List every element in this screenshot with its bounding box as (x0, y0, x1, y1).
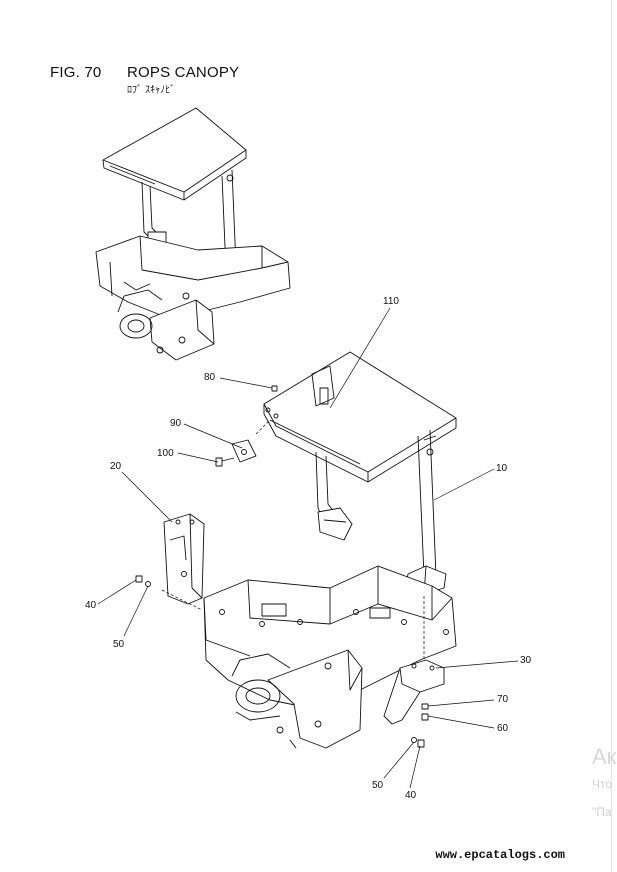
callout-90: 90 (170, 418, 182, 429)
callout-50-bottom: 50 (372, 780, 384, 791)
callout-80: 80 (204, 372, 216, 383)
callout-30: 30 (520, 655, 532, 666)
figure-number: FIG. 70 (50, 64, 102, 81)
overlay-text-3: "Па (592, 805, 612, 819)
callout-110: 110 (383, 296, 399, 307)
exploded-view (97, 307, 519, 789)
assembled-view (95, 107, 291, 361)
figure-title: ROPS CANOPY (127, 64, 240, 81)
callout-40-left: 40 (85, 600, 97, 611)
callout-50-left: 50 (113, 639, 125, 650)
callout-100: 100 (157, 448, 174, 459)
callout-10: 10 (496, 463, 508, 474)
footer-site-url[interactable]: www.epcatalogs.com (435, 848, 565, 862)
overlay-text-1: Ак (592, 744, 617, 769)
callout-40-bottom: 40 (405, 790, 417, 801)
overlay-text-2: Что (592, 777, 613, 791)
figure-subtitle: ﾛﾌﾞ ｽｷｬﾉﾋﾞ (127, 85, 176, 96)
callout-60: 60 (497, 723, 509, 734)
page-edge-divider (611, 0, 612, 872)
callout-70: 70 (497, 694, 509, 705)
callout-20: 20 (110, 461, 122, 472)
